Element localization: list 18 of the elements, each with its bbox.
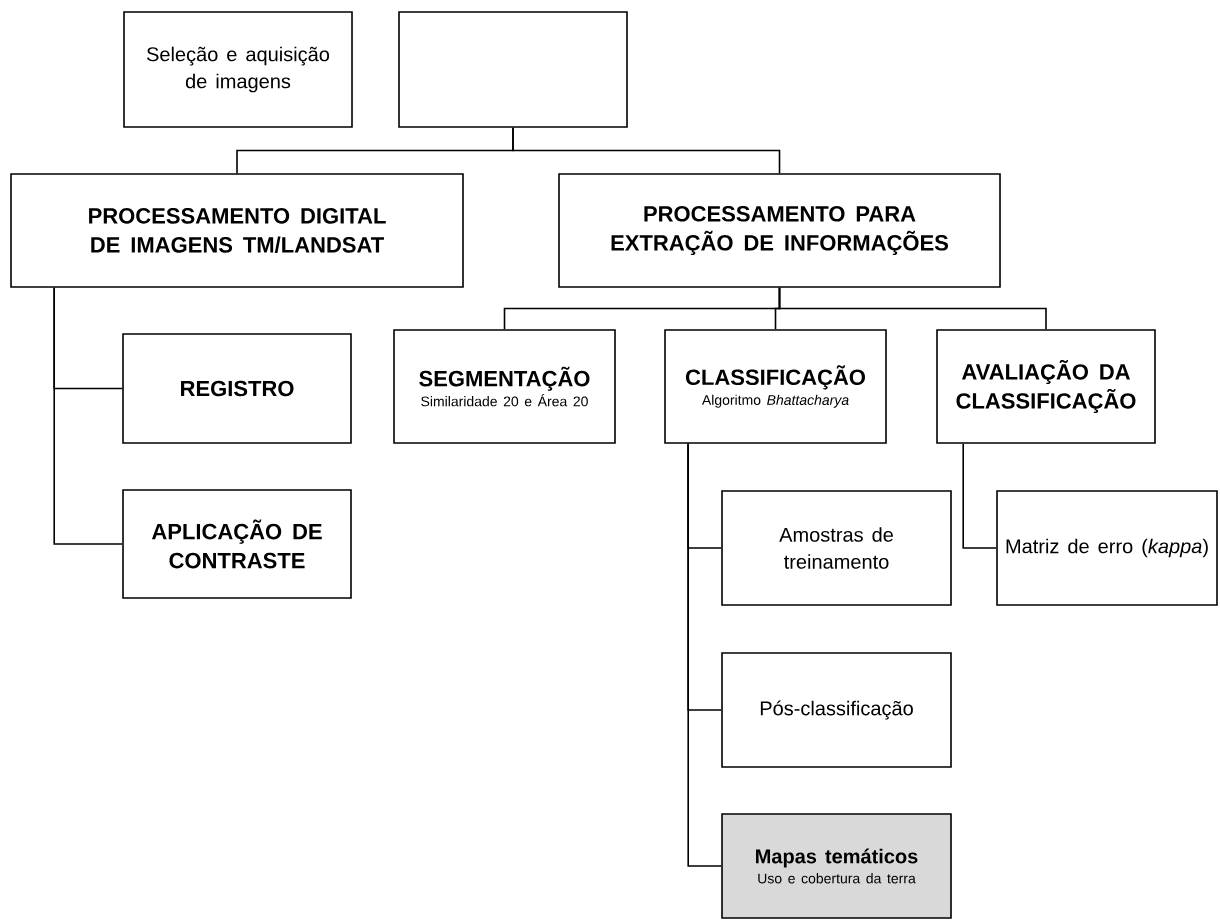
empty-box bbox=[398, 11, 628, 128]
process-box: PROCESSAMENTO PARA EXTRAÇÃO DE INFORMAÇÕES bbox=[558, 173, 1001, 288]
process-box: APLICAÇÃO DE CONTRASTE bbox=[122, 489, 352, 599]
process-box: AVALIAÇÃO DA CLASSIFICAÇÃO bbox=[936, 329, 1156, 444]
process-box: REGISTRO bbox=[122, 333, 352, 444]
process-box: Pós-classificação bbox=[721, 652, 952, 768]
connector-line bbox=[53, 287, 123, 545]
process-box: CLASSIFICAÇÃO Algoritmo Bhattacharya bbox=[664, 329, 887, 444]
process-box: SEGMENTAÇÃO Similaridade 20 e Área 20 bbox=[393, 329, 616, 444]
connector-line bbox=[512, 127, 781, 174]
process-box: Matriz de erro (kappa) bbox=[996, 490, 1218, 606]
connector-line bbox=[962, 443, 997, 549]
process-box: Amostras de treinamento bbox=[721, 490, 952, 606]
connector-line bbox=[778, 287, 1047, 330]
process-box: Mapas temáticos Uso e cobertura da terra bbox=[721, 813, 952, 919]
process-box: PROCESSAMENTO DIGITAL DE IMAGENS TM/LANDSAT bbox=[10, 173, 464, 288]
connector-line bbox=[687, 443, 722, 867]
process-box: Seleção e aquisição de imagens bbox=[123, 11, 353, 128]
